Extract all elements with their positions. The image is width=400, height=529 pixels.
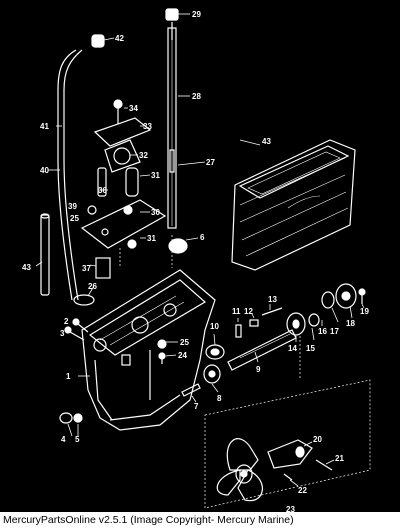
tube-part: [40, 213, 50, 296]
cover-part: [231, 139, 356, 271]
label-30: 30: [151, 208, 160, 217]
label-33: 32: [139, 151, 148, 160]
label-35: 34: [129, 104, 138, 113]
label-6: 6: [200, 233, 205, 242]
label-23: 23: [286, 505, 295, 512]
label-1: 1: [66, 372, 71, 381]
label-8: 8: [217, 394, 222, 403]
label-17: 17: [330, 327, 339, 336]
water-tube-part: [57, 34, 105, 301]
callout-leaders: [35, 13, 365, 487]
label-16: 16: [318, 327, 327, 336]
label-20: 20: [313, 435, 322, 444]
label-21: 21: [335, 454, 344, 463]
label-14: 14: [288, 344, 297, 353]
label-3: 3: [60, 329, 65, 338]
label-2: 2: [64, 317, 69, 326]
label-18: 18: [346, 319, 355, 328]
label-27: 27: [206, 158, 215, 167]
label-28: 28: [192, 92, 201, 101]
copyright-footer: MercuryPartsOnline v2.5.1 (Image Copyrig…: [0, 512, 400, 529]
label-26: 26: [88, 282, 97, 291]
label-37: 37: [82, 264, 91, 273]
leader-lines: [119, 235, 371, 509]
label-11: 11: [232, 307, 241, 316]
label-7: 7: [194, 402, 199, 411]
label-19: 19: [360, 307, 369, 316]
label-10: 10: [210, 322, 219, 331]
label-9: 9: [256, 365, 261, 374]
label-36: 36: [98, 186, 107, 195]
gear-housing-part: [81, 269, 216, 431]
label-34: 33: [143, 122, 152, 131]
label-5: 5: [75, 435, 80, 444]
seal-part: [168, 238, 188, 254]
label-13: 13: [268, 295, 277, 304]
label-41: 42: [115, 34, 124, 43]
label-25a: 25: [70, 214, 79, 223]
label-25b: 25: [180, 338, 189, 347]
label-12: 12: [244, 307, 253, 316]
propeller-part: [216, 438, 333, 502]
bearing-assembly-part: [286, 312, 320, 336]
label-39: 40: [40, 166, 49, 175]
label-15: 15: [306, 344, 315, 353]
label-4: 4: [61, 435, 66, 444]
label-22: 22: [298, 486, 307, 495]
clutch-parts: [235, 307, 283, 338]
label-42: 43: [262, 137, 271, 146]
label-43: 43: [22, 263, 31, 272]
label-24: 24: [178, 351, 187, 360]
drive-shaft-part: [165, 8, 179, 229]
gasket-part: [73, 257, 111, 306]
label-29: 29: [192, 10, 201, 19]
screws-part: [59, 318, 89, 424]
water-pump-part: [80, 99, 167, 249]
label-38: 39: [68, 202, 77, 211]
fill-screw-part: [157, 339, 167, 364]
retainer-part: [321, 283, 366, 309]
gear-part: [181, 364, 221, 397]
label-40: 41: [40, 122, 49, 131]
label-32: 31: [151, 171, 160, 180]
label-31: 31: [147, 234, 156, 243]
exploded-parts-diagram: 29 42 28 34 33 43 41 32 27 40 31 36 39 3…: [22, 8, 371, 512]
